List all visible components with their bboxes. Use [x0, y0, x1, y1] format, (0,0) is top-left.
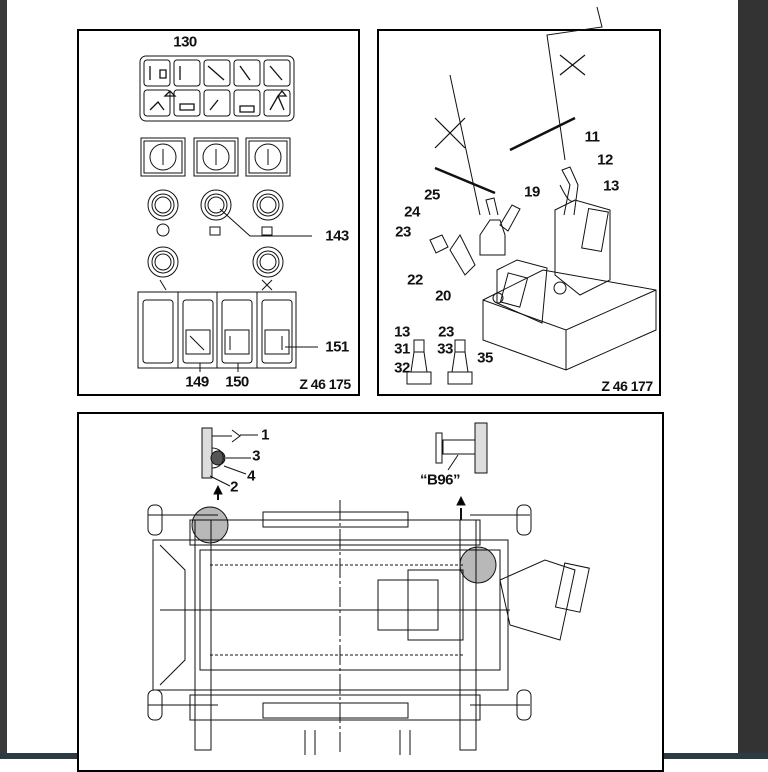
inset-callout-32: 32: [394, 359, 410, 377]
inset-callout-33: 33: [437, 340, 453, 358]
callout-143: 143: [325, 227, 349, 245]
detail-b96-sensor: [435, 422, 488, 520]
push-buttons: [140, 137, 291, 177]
inset-callout-35: 35: [477, 349, 493, 367]
frame-assembly: [147, 500, 590, 755]
inset-joysticks: [406, 339, 473, 385]
callout-151: 151: [325, 338, 349, 356]
callout-25: 25: [424, 186, 440, 204]
inset-callout-13: 13: [394, 323, 410, 341]
callout-150: 150: [225, 373, 249, 391]
callout-130: 130: [173, 33, 197, 51]
callout-22: 22: [407, 271, 423, 289]
callout-11: 11: [584, 128, 600, 146]
joystick-console: [429, 6, 657, 371]
callout-20: 20: [435, 287, 451, 305]
rocker-switches: [137, 291, 318, 372]
callout-24: 24: [404, 203, 420, 221]
inset-callout-23: 23: [438, 323, 454, 341]
callout-149: 149: [185, 373, 209, 391]
callout-19: 19: [524, 183, 540, 201]
figure-code-2: Z 46 177: [601, 378, 653, 394]
viewer-scroll-area[interactable]: [738, 0, 768, 759]
callout-2: 2: [230, 478, 238, 496]
figure-joysticks: [377, 29, 661, 396]
callout-23: 23: [395, 223, 411, 241]
callout-3: 3: [252, 447, 260, 465]
callout-12: 12: [597, 151, 613, 169]
callout-13: 13: [603, 177, 619, 195]
rotary-knobs: [147, 189, 312, 291]
inset-callout-31: 31: [394, 340, 410, 358]
detail-label-b96: “B96”: [419, 471, 461, 489]
figure-code-1: Z 46 175: [299, 376, 351, 392]
detail-wing-nut: [201, 427, 258, 500]
motion-arrows: [434, 54, 586, 195]
callout-1: 1: [261, 426, 269, 444]
viewer-left-margin: [0, 0, 7, 759]
callout-4: 4: [247, 467, 255, 485]
symbol-plate: [139, 55, 295, 122]
figure-frame-drawing: [77, 412, 664, 772]
